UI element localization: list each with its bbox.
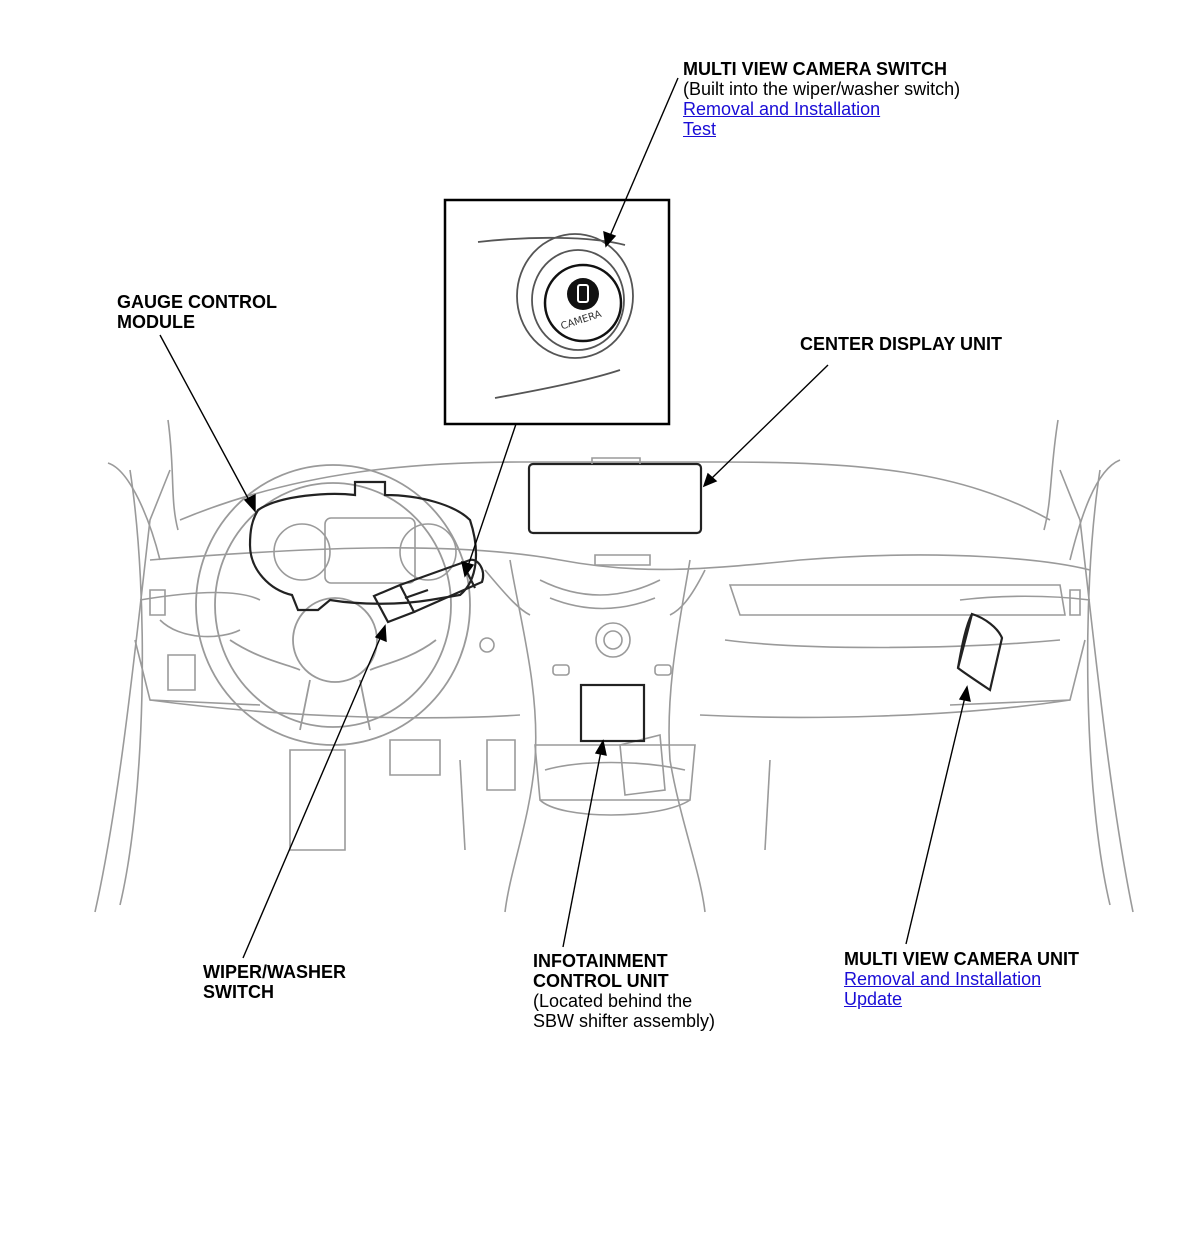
unit-update-link[interactable]: Update (844, 989, 903, 1009)
steering-wheel (195, 464, 471, 746)
camera-unit-art (956, 612, 1004, 692)
infotainment-note-line1: (Located behind the (533, 991, 693, 1011)
multi-view-camera-switch-title: MULTI VIEW CAMERA SWITCH (683, 59, 947, 79)
wiper-washer-switch-title-line2: SWITCH (203, 982, 274, 1002)
unit-removal-installation-link[interactable]: Removal and Installation (844, 969, 1042, 989)
multi-view-camera-unit-title: MULTI VIEW CAMERA UNIT (844, 949, 1079, 969)
wiper-washer-switch-callout: WIPER/WASHER SWITCH (203, 962, 346, 1002)
infotainment-unit-art (579, 683, 646, 743)
infotainment-title-line1: INFOTAINMENT (533, 951, 668, 971)
switch-test-link[interactable]: Test (683, 119, 717, 139)
infotainment-title-line2: CONTROL UNIT (533, 971, 669, 991)
leader-lines (159, 77, 971, 959)
gauge-control-module-callout: GAUGE CONTROL MODULE (117, 292, 277, 332)
switch-removal-installation-link[interactable]: Removal and Installation (683, 99, 881, 119)
dashboard-outline (94, 419, 1134, 913)
gauge-control-module-title-line2: MODULE (117, 312, 195, 332)
center-display-art (527, 462, 703, 535)
multi-view-camera-unit-callout: MULTI VIEW CAMERA UNIT Removal and Insta… (844, 949, 1079, 1009)
gauge-control-module-art (248, 480, 478, 612)
infotainment-note-line2: SBW shifter assembly) (533, 1011, 716, 1031)
center-display-unit-title: CENTER DISPLAY UNIT (800, 334, 1003, 354)
wiper-washer-switch-title-line1: WIPER/WASHER (203, 962, 347, 982)
center-display-unit-callout: CENTER DISPLAY UNIT (800, 334, 1002, 354)
camera-switch-inset: CAMERA (443, 198, 671, 426)
multi-view-camera-switch-callout: MULTI VIEW CAMERA SWITCH (Built into the… (683, 59, 960, 139)
infotainment-control-unit-callout: INFOTAINMENT CONTROL UNIT (Located behin… (533, 951, 715, 1031)
multi-view-camera-switch-note: (Built into the wiper/washer switch) (683, 79, 961, 99)
gauge-control-module-title-line1: GAUGE CONTROL (117, 292, 277, 312)
